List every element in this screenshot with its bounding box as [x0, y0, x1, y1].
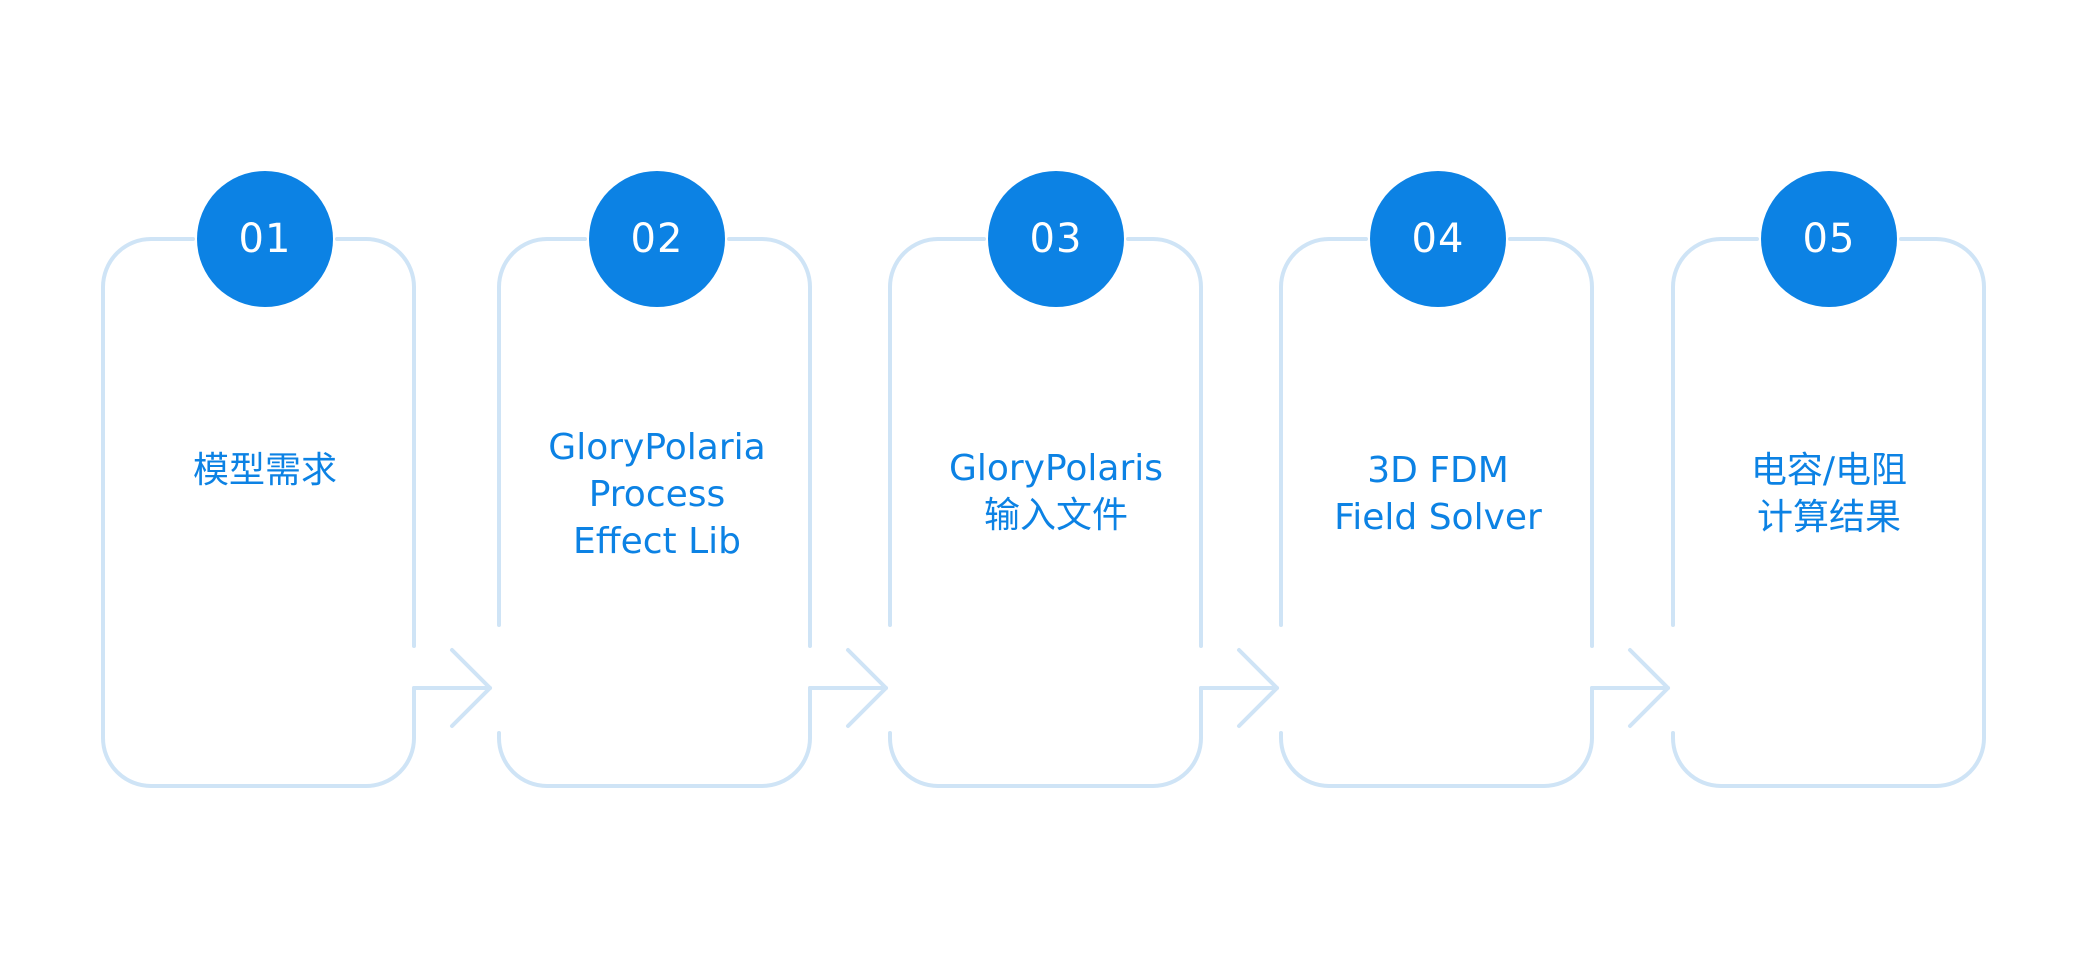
step-label-line: 电容/电阻 — [1750, 450, 1908, 491]
step-card-outline — [888, 237, 1203, 788]
step-card-outline — [1279, 237, 1594, 788]
step-label: 电容/电阻计算结果 — [1679, 447, 1979, 541]
step-card-outline — [1671, 237, 1986, 788]
step-label-line: 输入文件 — [983, 495, 1128, 536]
step-card-outline — [497, 237, 812, 788]
step-number-badge: 04 — [1370, 171, 1506, 307]
step-label-line: GloryPolaris — [948, 448, 1164, 489]
step-number-badge: 01 — [197, 171, 333, 307]
step-label: GloryPolaris 输入文件 — [906, 445, 1206, 539]
step-label-line: GloryPolaria — [548, 426, 766, 468]
arrow-head-icon — [450, 648, 492, 728]
step-label-line: Field Solver — [1334, 497, 1542, 538]
step-card-outline — [101, 237, 416, 788]
step-label-line: 计算结果 — [1756, 497, 1901, 538]
step-label-line: Process — [588, 473, 726, 515]
step-label-line: Effect Lib — [573, 520, 741, 562]
step-label-line: 模型需求 — [192, 449, 337, 491]
step-number-badge: 02 — [589, 171, 725, 307]
step-number-badge: 03 — [988, 171, 1124, 307]
step-number-badge: 05 — [1761, 171, 1897, 307]
step-label: 3D FDM Field Solver — [1288, 447, 1588, 541]
step-label: 模型需求 — [115, 447, 415, 494]
arrow-head-icon — [1237, 648, 1279, 728]
step-label-line: 3D FDM — [1367, 450, 1509, 491]
arrow-head-icon — [1628, 648, 1670, 728]
arrow-head-icon — [846, 648, 888, 728]
